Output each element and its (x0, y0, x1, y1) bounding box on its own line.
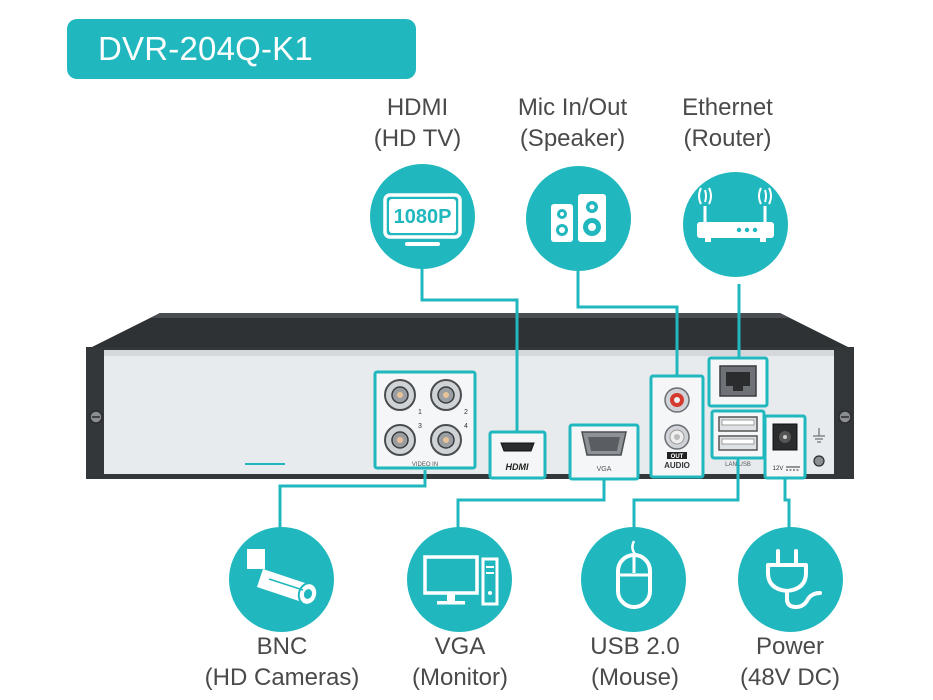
bnc-label-line1: BNC (256, 633, 308, 660)
vga-label-line1: VGA (434, 633, 486, 660)
mouse-icon-circle (581, 527, 686, 632)
vga-label-line2: (Monitor) (411, 664, 508, 691)
mouse-icon (616, 540, 652, 609)
line-vga (456, 479, 606, 530)
router-icon-circle (683, 172, 788, 277)
bnc-number-2: 2 (464, 409, 468, 416)
power-label-line2: (48V DC) (739, 664, 841, 691)
camera-icon-circle (229, 527, 334, 632)
bnc-label-line2: (HD Cameras) (204, 664, 360, 691)
camera-icon (247, 549, 319, 606)
tv-resolution-text: 1080P (394, 206, 452, 228)
mic-label-line2: (Speaker) (519, 125, 626, 152)
audio-label: AUDIO (664, 461, 690, 470)
model-title-badge: DVR-204Q-K1 (67, 19, 416, 79)
mic-label: Mic In/Out (Speaker) (495, 92, 650, 154)
power-port-label: 12V (773, 466, 784, 472)
usb-label: USB 2.0 (Mouse) (565, 631, 705, 693)
usb-port-group (710, 409, 766, 460)
speaker-icon (551, 194, 606, 242)
power-label-line1: Power (755, 633, 825, 660)
audio-port-group: OUT AUDIO (649, 374, 705, 479)
video-in-label: VIDEO IN (412, 462, 438, 468)
bnc-port-1 (384, 379, 416, 411)
dvr-case-top-highlight (150, 313, 790, 318)
vga-port-label: VGA (597, 466, 612, 473)
ground-symbol (813, 428, 825, 443)
power-port-group: 12V (763, 414, 807, 480)
power-label: Power (48V DC) (720, 631, 860, 693)
bnc-number-4: 4 (464, 423, 468, 430)
lan-port-group (707, 356, 769, 408)
tv-1080p-icon: 1080P (383, 193, 462, 246)
bnc-port-4 (430, 424, 462, 456)
audio-out-label: OUT (671, 454, 684, 460)
dvr-case-top (88, 313, 852, 349)
line-power (783, 478, 791, 530)
hdmi-label-line1: HDMI (386, 94, 449, 121)
line-bnc (278, 470, 427, 530)
line-usb (632, 458, 740, 530)
power-plug-icon (766, 549, 822, 610)
connector-lines (278, 268, 791, 530)
ethernet-label-line1: Ethernet (682, 94, 773, 121)
panel-marker (245, 463, 285, 465)
ethernet-label-line2: (Router) (683, 125, 772, 152)
bnc-number-3: 3 (418, 423, 422, 430)
monitor-icon (423, 555, 499, 606)
hdmi-port-group: HDMI (488, 430, 547, 480)
usb-label-line1: USB 2.0 (590, 633, 680, 660)
line-hdmi (420, 268, 519, 432)
hdmi-label-line2: (HD TV) (373, 125, 462, 152)
bnc-port-3 (384, 424, 416, 456)
speaker-icon-circle (526, 166, 631, 271)
bnc-label: BNC (HD Cameras) (192, 631, 372, 693)
router-icon (697, 187, 774, 242)
vga-label: VGA (Monitor) (385, 631, 535, 693)
vga-port-group: VGA (568, 423, 640, 481)
bnc-port-2 (430, 379, 462, 411)
monitor-icon-circle (407, 527, 512, 632)
hdmi-port-label: HDMI (506, 462, 529, 472)
mic-label-line1: Mic In/Out (517, 94, 628, 121)
hdmi-label: HDMI (HD TV) (345, 92, 490, 154)
line-audio (576, 271, 679, 376)
ethernet-label: Ethernet (Router) (655, 92, 800, 154)
screw-right-bottom (813, 455, 825, 467)
power-icon-circle (738, 527, 843, 632)
bnc-port-group: 1 2 3 4 VIDEO IN (373, 370, 477, 470)
usb-label-line2: (Mouse) (590, 664, 680, 691)
hdmi-icon-circle: 1080P (370, 164, 475, 269)
bnc-number-1: 1 (418, 409, 422, 416)
